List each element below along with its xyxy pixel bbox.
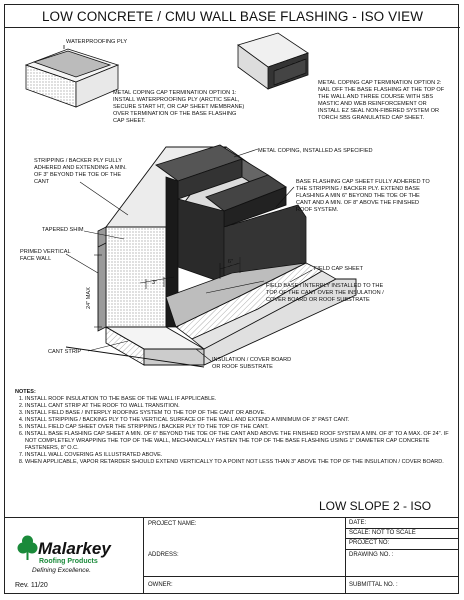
- svg-text:ADHERED AND EXTENDING A MIN.: ADHERED AND EXTENDING A MIN.: [34, 165, 127, 171]
- svg-text:CANT: CANT: [34, 179, 50, 185]
- divider: [345, 549, 458, 550]
- label-tapered-shim: TAPERED SHIM: [42, 227, 84, 233]
- svg-text:TORCH SBS GRANULATED CAP SHEET: TORCH SBS GRANULATED CAP SHEET.: [318, 115, 424, 121]
- svg-text:THE WALL AND THREE COURSE WITH: THE WALL AND THREE COURSE WITH SBS: [318, 94, 433, 100]
- label-stripping: STRIPPING / BACKER PLY FULLY ADHERED AND…: [34, 158, 127, 185]
- option1-inset: [24, 45, 120, 108]
- note-item: INSTALL ROOF INSULATION TO THE BASE OF T…: [25, 396, 455, 403]
- note-item: WHEN APPLICABLE, VAPOR RETARDER SHOULD E…: [25, 459, 455, 466]
- note-item: INSTALL FIELD CAP SHEET OVER THE STRIPPI…: [25, 424, 455, 431]
- label-field-cap-sheet: FIELD CAP SHEET: [314, 266, 364, 272]
- divider: [345, 518, 346, 594]
- option1-text: METAL COPING CAP TERMINATION OPTION 1: I…: [113, 90, 244, 124]
- svg-text:OVER TERMINATION OF THE BASE F: OVER TERMINATION OF THE BASE FLASHING: [113, 111, 236, 117]
- scale-field: SCALE: NOT TO SCALE: [349, 530, 416, 536]
- date-field: DATE:: [349, 520, 367, 526]
- svg-text:OF 3" BEYOND THE TOE OF THE: OF 3" BEYOND THE TOE OF THE: [34, 172, 121, 178]
- logo-tagline: Defining Excellence.: [32, 567, 91, 574]
- svg-text:FACE WALL: FACE WALL: [20, 256, 51, 262]
- label-insulation: INSULATION / COVER BOARD OR ROOF SUBSTRA…: [212, 357, 291, 370]
- svg-text:ROOF SYSTEM.: ROOF SYSTEM.: [296, 207, 339, 213]
- project-no-field: PROJECT NO:: [349, 540, 390, 546]
- svg-text:INSTALL EZ SEAL NON-FIBERED SY: INSTALL EZ SEAL NON-FIBERED SYSTEM OR: [318, 108, 439, 114]
- notes-list: INSTALL ROOF INSULATION TO THE BASE OF T…: [15, 396, 455, 466]
- note-item: INSTALL WALL COVERING AS ILLUSTRATED ABO…: [25, 452, 455, 459]
- svg-text:FIELD BASE / INTERPLY INSTALLE: FIELD BASE / INTERPLY INSTALLED TO THE: [266, 283, 383, 289]
- page-title: LOW CONCRETE / CMU WALL BASE FLASHING - …: [5, 5, 460, 28]
- label-waterproofing-ply: WATERPROOFING PLY: [66, 39, 127, 45]
- svg-text:INSTALL WATERPROOFING PLY (ARC: INSTALL WATERPROOFING PLY (ARCTIC SEAL,: [113, 97, 240, 103]
- cant-and-membranes: [165, 262, 337, 350]
- notes-heading: NOTES:: [15, 389, 36, 395]
- divider: [345, 528, 458, 529]
- iso-detail-drawing: WATERPROOFING PLY METAL COPING CAP TERMI…: [20, 32, 445, 370]
- logo-sub: Roofing Products: [39, 558, 98, 565]
- svg-text:OR ROOF SUBSTRATE: OR ROOF SUBSTRATE: [212, 364, 273, 370]
- leader-lines: [65, 148, 313, 362]
- shamrock-icon: [17, 535, 38, 560]
- svg-text:INSULATION / COVER BOARD: INSULATION / COVER BOARD: [212, 357, 291, 363]
- label-primed-wall: PRIMED VERTICAL FACE WALL: [20, 249, 71, 262]
- divider: [345, 576, 458, 577]
- svg-text:STRIPPING / BACKER PLY FULLY: STRIPPING / BACKER PLY FULLY: [34, 158, 122, 164]
- drawing-no-field: DRAWING NO. :: [349, 552, 394, 558]
- address-field: ADDRESS:: [148, 552, 179, 558]
- svg-text:TOP OF THE CANT OVER THE INSUL: TOP OF THE CANT OVER THE INSULATION /: [266, 290, 384, 296]
- svg-text:BASE FLASHING CAP SHEET FULLY: BASE FLASHING CAP SHEET FULLY ADHERED TO: [296, 179, 430, 185]
- divider: [143, 576, 345, 577]
- svg-text:COVER BOARD OR ROOF SUBSTRATE: COVER BOARD OR ROOF SUBSTRATE: [266, 297, 370, 303]
- svg-text:THE STRIPPING / BACKER PLY. E: THE STRIPPING / BACKER PLY. EXTEND BASE: [296, 186, 420, 192]
- insulation-board: [65, 278, 357, 368]
- svg-text:NAIL OFF THE BASE FLASHING AT: NAIL OFF THE BASE FLASHING AT THE TOP OF: [318, 87, 445, 93]
- note-item: INSTALL STRIPPING / BACKING PLY TO THE V…: [25, 417, 455, 424]
- dim-6-label: 6": [228, 259, 233, 265]
- svg-text:MASTIC AND WEB REINFORCEMENT O: MASTIC AND WEB REINFORCEMENT OR: [318, 101, 427, 107]
- title-block: Malarkey Roofing Products Defining Excel…: [5, 517, 458, 594]
- svg-text:CANT AND A MIN. OF 8" ABOVE TH: CANT AND A MIN. OF 8" ABOVE THE FINISHED: [296, 200, 419, 206]
- submittal-no-field: SUBMITTAL NO. :: [349, 582, 398, 588]
- svg-text:CAP SHEET.: CAP SHEET.: [113, 118, 146, 124]
- svg-text:SECURE START HT, OR CAP SHEET: SECURE START HT, OR CAP SHEET MEMBRANE): [113, 104, 244, 110]
- metal-coping: [155, 144, 287, 228]
- detail-title: LOW SLOPE 2 - ISO: [319, 499, 432, 513]
- label-cant-strip: CANT STRIP: [48, 349, 81, 355]
- notes-block: NOTES: INSTALL ROOF INSULATION TO THE BA…: [15, 389, 455, 467]
- note-item: INSTALL BASE FLASHING CAP SHEET A MIN. O…: [25, 431, 455, 452]
- label-field-base: FIELD BASE / INTERPLY INSTALLED TO THE T…: [266, 283, 384, 303]
- primed-face: [97, 226, 107, 332]
- revision-label: Rev. 11/20: [15, 582, 48, 589]
- svg-text:PRIMED VERTICAL: PRIMED VERTICAL: [20, 249, 71, 255]
- dimension-6in: [219, 257, 241, 279]
- project-name-field: PROJECT NAME:: [148, 521, 197, 527]
- dimension-3in: [139, 276, 175, 289]
- malarkey-logo: Malarkey Roofing Products Defining Excel…: [17, 535, 112, 574]
- svg-text:FLASHING A MIN 6" BEYOND THE T: FLASHING A MIN 6" BEYOND THE TOE OF THE: [296, 193, 420, 199]
- owner-field: OWNER:: [148, 582, 173, 588]
- divider: [345, 538, 458, 539]
- dimension-24in: [94, 254, 102, 328]
- dim-24-label: 24" MAX: [86, 287, 92, 309]
- drawing-sheet: LOW CONCRETE / CMU WALL BASE FLASHING - …: [4, 4, 460, 594]
- logo-cell: Malarkey Roofing Products Defining Excel…: [5, 518, 144, 594]
- note-item: INSTALL CANT STRIP AT THE ROOF TO WALL T…: [25, 403, 455, 410]
- logo-name: Malarkey: [38, 539, 112, 558]
- option2-inset: [237, 32, 309, 90]
- svg-text:METAL COPING CAP TERMINATION O: METAL COPING CAP TERMINATION OPTION 1:: [113, 90, 237, 96]
- option2-text: METAL COPING CAP TERMINATION OPTION 2: N…: [318, 80, 445, 121]
- label-base-flashing: BASE FLASHING CAP SHEET FULLY ADHERED TO…: [296, 179, 430, 213]
- label-metal-coping: METAL COPING, INSTALLED AS SPECIFIED: [258, 148, 373, 154]
- svg-text:METAL COPING CAP TERMINATION O: METAL COPING CAP TERMINATION OPTION 2:: [318, 80, 442, 86]
- dim-3-label: 3": [152, 280, 157, 286]
- note-item: INSTALL FIELD BASE / INTERPLY ROOFING SY…: [25, 410, 455, 417]
